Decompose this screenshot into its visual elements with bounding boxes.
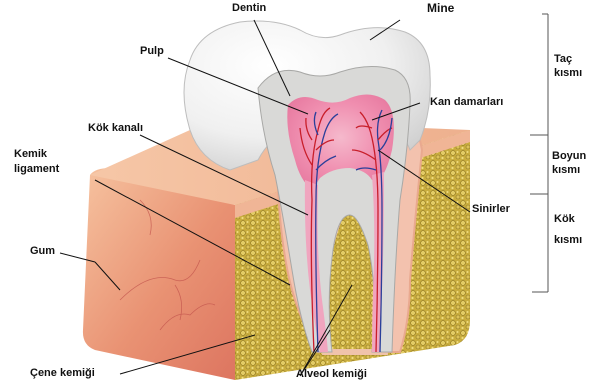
label-alveol-kemigi: Alveol kemiği [296, 368, 367, 381]
label-cene-kemigi: Çene kemiği [30, 367, 95, 380]
section-bracket [530, 14, 548, 292]
section-boyun-1: Boyun [552, 150, 586, 163]
label-kemik-ligament-2: ligament [14, 163, 59, 176]
label-kemik-ligament-1: Kemik [14, 148, 47, 161]
section-boyun-2: kısmı [552, 164, 580, 177]
label-kok-kanali: Kök kanalı [88, 122, 143, 135]
section-tac-2: kısmı [554, 67, 582, 80]
section-kok-2: kısmı [554, 234, 582, 247]
label-dentin: Dentin [232, 2, 266, 15]
label-sinirler: Sinirler [472, 203, 510, 216]
label-mine: Mine [427, 2, 454, 15]
label-pulp: Pulp [140, 45, 164, 58]
section-kok-1: Kök [554, 213, 575, 226]
section-tac-1: Taç [554, 53, 572, 66]
label-gum: Gum [30, 245, 55, 258]
label-kan-damarlari: Kan damarları [430, 96, 503, 109]
